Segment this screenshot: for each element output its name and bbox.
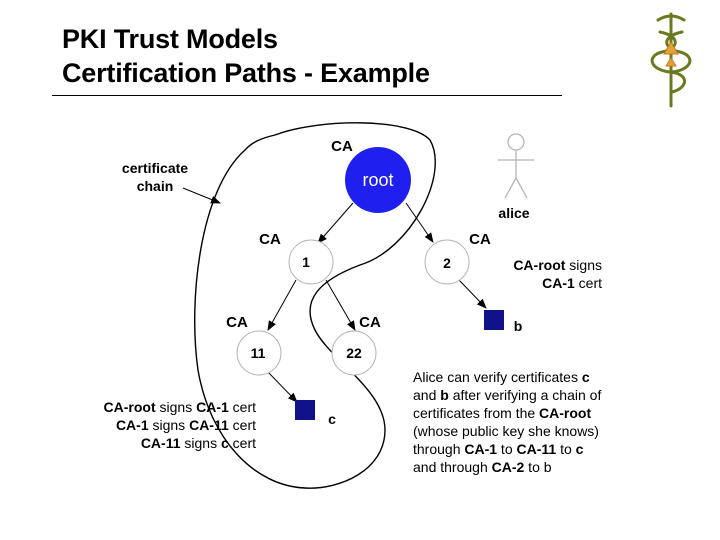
edge-11-c — [266, 370, 298, 403]
note-text-run: c — [220, 435, 229, 451]
note-text-run: CA-11 — [189, 417, 229, 433]
user-c-label: c — [328, 411, 336, 427]
note-text-run: c — [581, 369, 590, 385]
note-line: CA-1 cert — [480, 274, 602, 292]
note-text-run: signs — [155, 399, 197, 415]
note-line: and through CA-2 to b — [413, 458, 713, 476]
certificate-chain-arrow — [182, 187, 221, 204]
note-text-run: CA-11 — [516, 441, 557, 457]
root-ca-text: root — [362, 170, 393, 190]
caduceus-icon — [650, 12, 692, 108]
note-text-run: after verifying a chain of — [448, 387, 602, 403]
alice-label: alice — [498, 205, 529, 221]
ca-2-node — [424, 239, 470, 285]
note-text-run: CA-root — [539, 405, 592, 421]
ca-1-number: 1 — [302, 254, 310, 270]
user-c-square — [295, 400, 315, 420]
note-text-run: certificates from the — [413, 405, 540, 421]
ca-1-node — [288, 239, 334, 285]
certificate-chain-label-2: chain — [137, 178, 174, 194]
ca-1-label: CA — [259, 231, 281, 248]
note-line: Alice can verify certificates c — [413, 368, 713, 386]
title-line-1: PKI Trust Models — [62, 24, 278, 54]
note-text-run: CA-1 — [196, 399, 229, 415]
note-text-run: cert — [228, 399, 256, 415]
note-text-run: cert — [228, 417, 256, 433]
note-text-run: CA-root — [103, 399, 156, 415]
edge-root-1 — [317, 202, 354, 244]
note-text-run: (whose public key she knows) — [413, 423, 599, 439]
note-text-run: b — [440, 387, 449, 403]
ca-11-number: 11 — [251, 345, 266, 361]
note-line: CA-root signs — [480, 256, 602, 274]
edge-root-2 — [405, 202, 434, 243]
note-line: CA-11 signs c cert — [56, 434, 256, 452]
note-line: and b after verifying a chain of — [413, 386, 713, 404]
title-underline — [52, 95, 562, 96]
note-text-run: cert — [228, 435, 256, 451]
note-text-run: through — [413, 441, 465, 457]
ca-2-label: CA — [469, 231, 491, 248]
user-b-label: b — [514, 318, 523, 334]
edge-2-b — [458, 279, 487, 309]
note-line: CA-1 signs CA-11 cert — [56, 416, 256, 434]
note-text-run: signs — [148, 417, 190, 433]
edge-1-22 — [325, 279, 356, 331]
edge-1-11 — [267, 279, 297, 331]
root-ca-node — [345, 147, 411, 213]
certificate-chain-label-1: certificate — [122, 160, 188, 176]
note-text-run: CA-root — [513, 257, 566, 273]
note-text-run: signs — [180, 435, 221, 451]
ca-root-label: CA — [331, 138, 353, 155]
note-line: (whose public key she knows) — [413, 422, 713, 440]
note-text-run: to — [497, 441, 517, 457]
user-b-square — [484, 310, 504, 330]
slide-title: PKI Trust Models Certification Paths - E… — [62, 22, 430, 90]
note-line: through CA-1 to CA-11 to c — [413, 440, 713, 458]
certificate-chain-loop — [194, 122, 436, 489]
note-text-run: to — [556, 441, 576, 457]
note-text-run: c — [575, 441, 584, 457]
ca-22-number: 22 — [346, 345, 362, 361]
note-text-run: CA-1 — [464, 441, 498, 457]
note-text-run: cert — [574, 275, 602, 291]
ca-11-label: CA — [226, 314, 248, 331]
note-text-run: Alice can verify certificates — [413, 369, 582, 385]
note-text-run: CA-11 — [140, 435, 181, 451]
note-text-run: signs — [565, 257, 602, 273]
note-text-run: CA-1 — [542, 275, 575, 291]
note-text-run: CA-1 — [115, 417, 149, 433]
note-line: certificates from the CA-root — [413, 404, 713, 422]
title-line-2: Certification Paths - Example — [62, 58, 430, 88]
ca-22-node — [331, 330, 377, 376]
ca-22-label: CA — [359, 314, 381, 331]
note-text-run: and through — [413, 459, 492, 475]
alice-icon — [498, 133, 534, 199]
ca-2-number: 2 — [443, 255, 451, 271]
note-text-run: and — [413, 387, 441, 403]
note-line: CA-root signs CA-1 cert — [56, 398, 256, 416]
note-text-run: CA-2 — [491, 459, 525, 475]
ca-11-node — [236, 330, 282, 376]
note-text-run: to b — [524, 459, 552, 475]
